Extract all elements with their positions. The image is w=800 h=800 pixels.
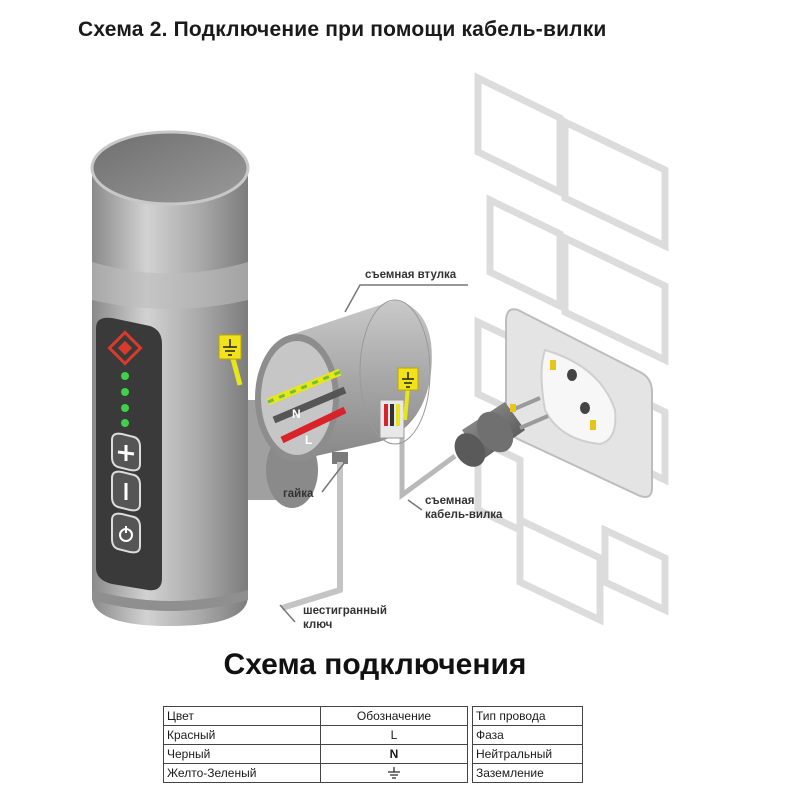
- legend-symbol: L: [320, 725, 468, 745]
- connection-diagram: N L: [90, 72, 669, 626]
- legend-row: Желто-Зеленый Заземление: [163, 763, 583, 783]
- callout-key: шестигранный ключ: [303, 604, 387, 632]
- legend-header-symbol: Обозначение: [320, 706, 468, 726]
- legend-header-row: Цвет Обозначение Тип провода: [163, 706, 583, 726]
- leader-lines: [279, 284, 468, 623]
- wall-socket: [505, 308, 653, 498]
- power-icon[interactable]: [111, 512, 141, 554]
- legend-type: Нейтральный: [472, 744, 583, 764]
- plug-cable: [399, 425, 457, 500]
- legend-symbol: N: [320, 744, 468, 764]
- callout-plug: съемная кабель-вилка: [425, 494, 502, 522]
- legend-row: Красный L Фаза: [163, 725, 583, 745]
- legend-color: Желто-Зеленый: [163, 763, 321, 783]
- legend-header-type: Тип провода: [472, 706, 583, 726]
- wire-legend-table: Цвет Обозначение Тип провода Красный L Ф…: [163, 706, 583, 783]
- logo-icon: [107, 330, 143, 366]
- legend-type: Заземление: [472, 763, 583, 783]
- legend-type: Фаза: [472, 725, 583, 745]
- callout-key-line1: шестигранный: [303, 605, 387, 617]
- legend-color: Черный: [163, 744, 321, 764]
- wire-label-phase: L: [305, 433, 312, 447]
- diagram-subtitle: Схема подключения: [223, 648, 527, 681]
- callout-sleeve: съемная втулка: [365, 269, 457, 281]
- heater-ground-icon: [218, 334, 243, 386]
- callout-nut: гайка: [283, 488, 314, 500]
- callout-key-line2: ключ: [303, 619, 333, 631]
- minus-icon[interactable]: [111, 470, 141, 512]
- hex-key-icon: [281, 462, 343, 611]
- wire-label-neutral: N: [292, 407, 301, 421]
- cable-plug: [454, 396, 549, 467]
- sleeve-wires: N L: [266, 368, 347, 447]
- sleeve-terminals: [379, 385, 410, 439]
- control-panel: [96, 317, 162, 591]
- nut-icon: [332, 452, 348, 464]
- callout-plug-line2: кабель-вилка: [425, 509, 503, 521]
- legend-symbol: [320, 763, 468, 783]
- led-indicators: [121, 372, 129, 427]
- ground-icon: [388, 767, 400, 780]
- plus-icon[interactable]: [111, 432, 141, 472]
- legend-header-color: Цвет: [163, 706, 321, 726]
- sleeve-ground-icon: [397, 367, 419, 391]
- legend-row: Черный N Нейтральный: [163, 744, 583, 764]
- page-title: Схема 2. Подключение при помощи кабель-в…: [78, 18, 607, 41]
- legend-color: Красный: [163, 725, 321, 745]
- callout-plug-line1: съемная: [425, 495, 475, 507]
